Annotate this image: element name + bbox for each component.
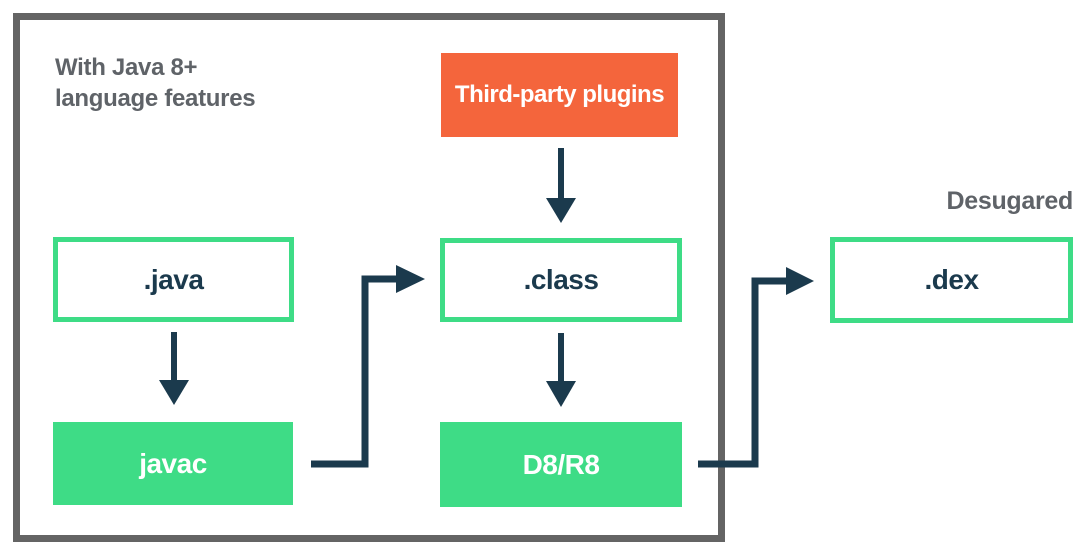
node-class-file: .class xyxy=(440,238,682,322)
annotation-java8-line2: language features xyxy=(55,85,256,112)
node-third-party-plugins: Third-party plugins xyxy=(441,53,678,137)
node-dex-file: .dex xyxy=(830,237,1073,323)
annotation-java8-line1: With Java 8+ xyxy=(55,54,198,81)
annotation-desugared: Desugared xyxy=(946,187,1073,215)
node-javac-compiler: javac xyxy=(53,422,293,505)
node-d8r8-compiler: D8/R8 xyxy=(440,422,682,507)
node-java-file: .java xyxy=(53,237,294,322)
annotation-java8-features: With Java 8+ language features xyxy=(55,52,256,114)
